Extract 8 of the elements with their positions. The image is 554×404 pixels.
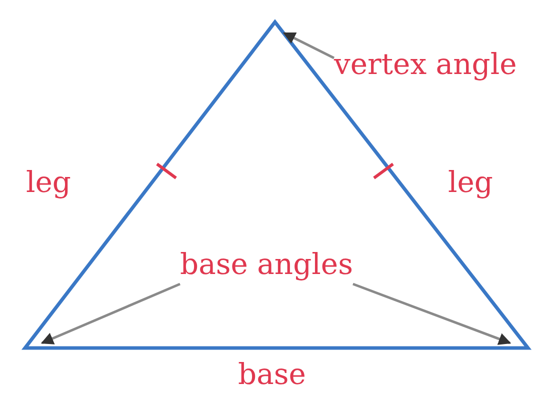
leg-label: leg (26, 164, 72, 201)
base-label: base (238, 356, 306, 393)
leader-line (352, 282, 512, 345)
leader-line (282, 32, 335, 60)
angle-label: vertex angle (334, 44, 517, 84)
leader-line (40, 282, 180, 344)
leg-label: leg (448, 164, 494, 201)
angle-label: base angles (180, 244, 353, 284)
